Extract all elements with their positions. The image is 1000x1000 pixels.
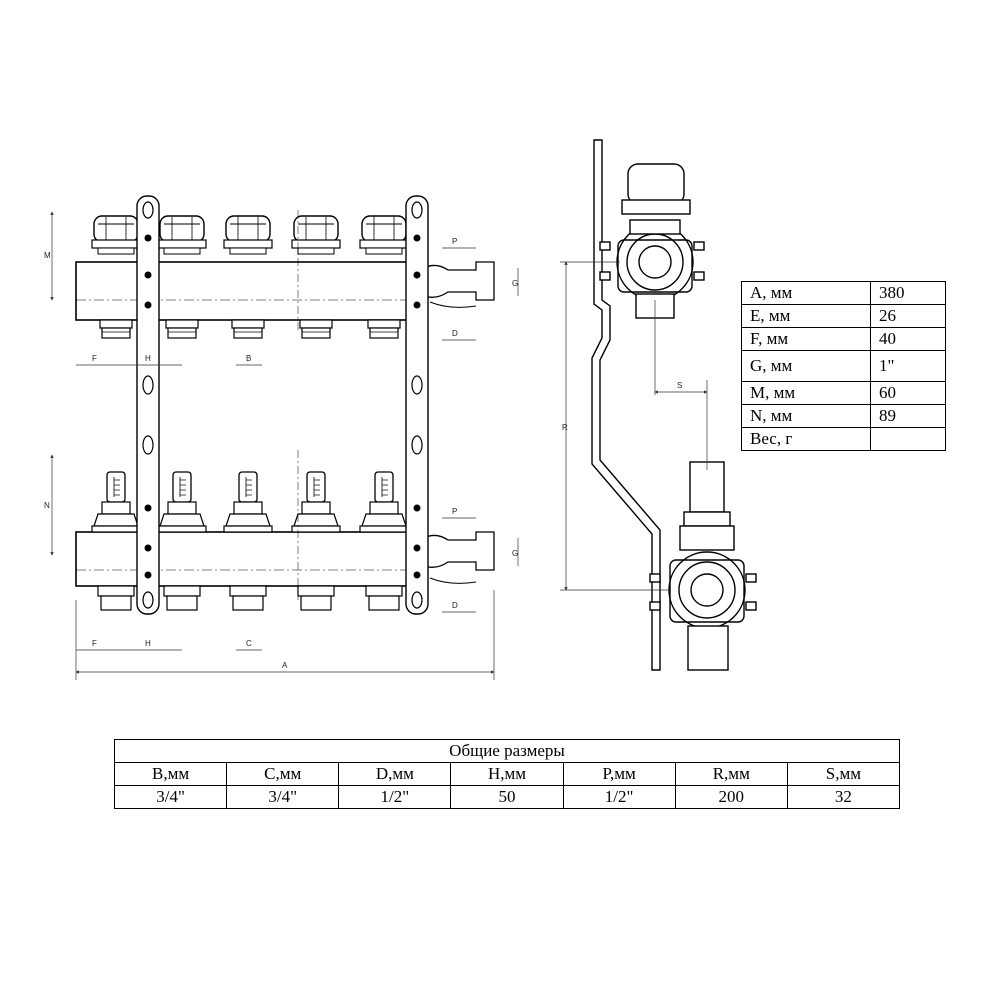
- left-bracket: [136, 195, 160, 615]
- dims-header-row: B,мм C,мм D,мм H,мм P,мм R,мм S,мм: [113, 762, 901, 786]
- dims-header: D,мм: [338, 762, 452, 786]
- front-view: [75, 195, 495, 615]
- dim-label-g-bottom: G: [512, 549, 518, 558]
- dim-label-n: N: [44, 501, 50, 510]
- spec-value: [870, 427, 946, 451]
- dims-value-row: 3/4" 3/4" 1/2" 50 1/2" 200 32: [113, 785, 901, 809]
- dims-header: R,мм: [674, 762, 788, 786]
- dim-label-c: C: [246, 639, 252, 648]
- dim-label-f-bottom: F: [92, 639, 97, 648]
- dims-value: 3/4": [226, 785, 340, 809]
- dim-label-p-top: P: [452, 237, 457, 246]
- dims-header: B,мм: [113, 762, 228, 786]
- side-view: [591, 139, 757, 671]
- spec-value: 60: [870, 381, 946, 405]
- spec-row: Вес, г: [741, 427, 946, 451]
- spec-value: 89: [870, 404, 946, 428]
- dims-value: 32: [786, 785, 901, 809]
- spec-label: F, мм: [741, 327, 871, 351]
- dims-value: 3/4": [113, 785, 228, 809]
- dim-label-g-top: G: [512, 279, 518, 288]
- dim-label-h-bottom: H: [145, 639, 151, 648]
- spec-label: E, мм: [741, 304, 871, 328]
- side-dimensions: [560, 261, 708, 591]
- bottom-manifold-bar: [75, 531, 425, 587]
- dims-value: 1/2": [562, 785, 676, 809]
- dim-label-h-top: H: [145, 354, 151, 363]
- dim-label-b: B: [246, 354, 251, 363]
- top-manifold-bar: [75, 261, 425, 321]
- spec-value: 1": [870, 350, 946, 382]
- dim-label-r: R: [562, 423, 568, 432]
- dim-label-a: A: [282, 661, 288, 670]
- right-bracket: [405, 195, 429, 615]
- dims-header: S,мм: [786, 762, 901, 786]
- dim-label-d-bottom: D: [452, 601, 458, 610]
- dims-table-title: Общие размеры: [114, 739, 900, 763]
- spec-value: 40: [870, 327, 946, 351]
- spec-value: 380: [870, 281, 946, 305]
- front-dimensions: [50, 211, 519, 680]
- dim-label-d-top: D: [452, 329, 458, 338]
- dim-label-p-bottom: P: [452, 507, 457, 516]
- spec-label: M, мм: [741, 381, 871, 405]
- dims-header: P,мм: [562, 762, 676, 786]
- dims-value: 50: [450, 785, 564, 809]
- spec-label: Вес, г: [741, 427, 871, 451]
- dim-label-f-top: F: [92, 354, 97, 363]
- spec-value: 26: [870, 304, 946, 328]
- spec-label: G, мм: [741, 350, 871, 382]
- dims-header: C,мм: [226, 762, 340, 786]
- dims-value: 200: [674, 785, 788, 809]
- dims-value: 1/2": [338, 785, 452, 809]
- dim-label-m: M: [44, 251, 51, 260]
- dims-header: H,мм: [450, 762, 564, 786]
- spec-label: N, мм: [741, 404, 871, 428]
- spec-label: A, мм: [741, 281, 871, 305]
- dims-table: Общие размеры B,мм C,мм D,мм H,мм P,мм R…: [113, 739, 901, 809]
- dim-label-s: S: [677, 381, 682, 390]
